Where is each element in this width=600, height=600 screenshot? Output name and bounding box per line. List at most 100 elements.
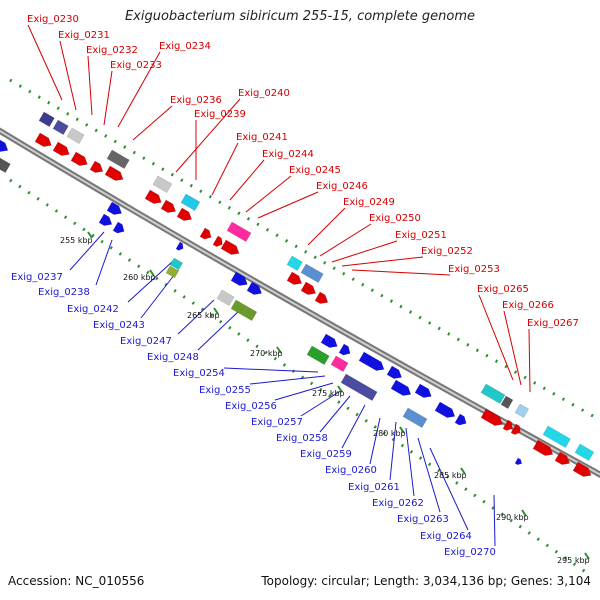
gene-label[interactable]: Exig_0267 [527, 318, 579, 329]
gene-label[interactable]: Exig_0231 [58, 30, 110, 41]
gene-label[interactable]: Exig_0256 [225, 401, 277, 412]
gene-arrow[interactable] [52, 141, 72, 159]
gene-box[interactable] [230, 299, 258, 322]
gene-box[interactable] [0, 157, 11, 174]
gene-label[interactable]: Exig_0270 [444, 547, 496, 558]
gene-box[interactable] [226, 221, 252, 243]
gene-box[interactable] [66, 127, 85, 145]
gene-arrow[interactable] [112, 221, 127, 236]
gene-arrow[interactable] [514, 457, 523, 466]
gene-label[interactable]: Exig_0244 [262, 149, 314, 160]
gene-box[interactable] [286, 255, 303, 272]
gene-arrow[interactable] [390, 379, 413, 399]
gene-label[interactable]: Exig_0266 [502, 300, 554, 311]
gene-arrow[interactable] [106, 201, 124, 218]
gene-arrow[interactable] [0, 139, 10, 155]
gene-arrow[interactable] [230, 271, 250, 289]
gene-arrow[interactable] [386, 365, 404, 382]
leader-line [389, 421, 397, 481]
gene-box[interactable] [152, 175, 173, 194]
gene-label[interactable]: Exig_0262 [372, 498, 424, 509]
gene-arrow[interactable] [104, 165, 126, 184]
gene-label[interactable]: Exig_0265 [477, 284, 529, 295]
gene-arrow[interactable] [34, 132, 54, 150]
gene-label[interactable]: Exig_0234 [159, 41, 211, 52]
gene-label[interactable]: Exig_0237 [11, 272, 63, 283]
gene-box[interactable] [574, 443, 595, 462]
gene-arrow[interactable] [554, 451, 572, 468]
gene-label[interactable]: Exig_0238 [38, 287, 90, 298]
gene-arrow[interactable] [300, 281, 318, 298]
gene-arrow[interactable] [510, 423, 523, 437]
gene-arrow[interactable] [176, 207, 194, 224]
gene-box[interactable] [52, 119, 69, 136]
gene-arrow[interactable] [320, 333, 340, 351]
gene-arrow[interactable] [246, 281, 264, 298]
gene-arrow[interactable] [480, 408, 505, 429]
gene-label[interactable]: Exig_0250 [369, 213, 421, 224]
gene-arrow[interactable] [199, 227, 214, 242]
gene-label[interactable]: Exig_0246 [316, 181, 368, 192]
gene-label[interactable]: Exig_0264 [420, 531, 472, 542]
gene-arrow[interactable] [572, 461, 594, 480]
gene-box[interactable] [480, 383, 506, 405]
gene-label[interactable]: Exig_0233 [110, 60, 162, 71]
gene-label[interactable]: Exig_0236 [170, 95, 222, 106]
gene-box[interactable] [500, 395, 514, 410]
gene-label[interactable]: Exig_0241 [236, 132, 288, 143]
gene-box[interactable] [306, 345, 330, 366]
gene-label[interactable]: Exig_0260 [325, 465, 377, 476]
gene-arrow[interactable] [175, 241, 185, 252]
gene-box[interactable] [514, 403, 530, 419]
gene-label[interactable]: Exig_0230 [27, 14, 79, 25]
gene-arrow[interactable] [70, 151, 90, 169]
gene-arrow[interactable] [160, 199, 178, 216]
gene-box[interactable] [330, 355, 349, 373]
gene-label[interactable]: Exig_0249 [343, 197, 395, 208]
leader-line [341, 404, 366, 449]
gene-box[interactable] [216, 289, 235, 307]
gene-box[interactable] [300, 263, 324, 284]
gene-arrow[interactable] [314, 291, 330, 307]
gene-label[interactable]: Exig_0252 [421, 246, 473, 257]
gene-arrow[interactable] [434, 401, 457, 421]
gene-label[interactable]: Exig_0257 [251, 417, 303, 428]
gene-box[interactable] [165, 265, 180, 279]
gene-label[interactable]: Exig_0255 [199, 385, 251, 396]
gene-arrow[interactable] [98, 213, 114, 229]
gene-arrow[interactable] [532, 439, 555, 459]
gene-box[interactable] [340, 373, 378, 402]
gene-label[interactable]: Exig_0240 [238, 88, 290, 99]
gene-label[interactable]: Exig_0242 [67, 304, 119, 315]
gene-box[interactable] [106, 149, 130, 170]
gene-label[interactable]: Exig_0261 [348, 482, 400, 493]
gene-arrow[interactable] [502, 419, 515, 433]
gene-box[interactable] [180, 193, 201, 212]
gene-label[interactable]: Exig_0253 [448, 264, 500, 275]
gene-arrow[interactable] [144, 189, 164, 207]
gene-arrow[interactable] [414, 383, 434, 401]
gene-arrow[interactable] [220, 239, 242, 258]
gene-arrow[interactable] [338, 343, 353, 358]
gene-label[interactable]: Exig_0263 [397, 514, 449, 525]
gene-label[interactable]: Exig_0251 [395, 230, 447, 241]
gene-label[interactable]: Exig_0248 [147, 352, 199, 363]
gene-label[interactable]: Exig_0243 [93, 320, 145, 331]
gene-box[interactable] [169, 257, 184, 271]
gene-label[interactable]: Exig_0254 [173, 368, 225, 379]
gene-label[interactable]: Exig_0259 [300, 449, 352, 460]
gene-box[interactable] [542, 425, 571, 449]
gene-label[interactable]: Exig_0232 [86, 45, 138, 56]
gene-label[interactable]: Exig_0239 [194, 109, 246, 120]
gene-arrow[interactable] [454, 413, 469, 428]
leader-line [117, 51, 161, 128]
gene-label[interactable]: Exig_0245 [289, 165, 341, 176]
gene-arrow[interactable] [286, 271, 304, 288]
gene-arrow[interactable] [212, 235, 225, 249]
gene-arrow[interactable] [89, 160, 105, 176]
gene-box[interactable] [402, 407, 428, 429]
gene-arrow[interactable] [358, 351, 387, 374]
gene-box[interactable] [38, 111, 55, 128]
gene-label[interactable]: Exig_0258 [276, 433, 328, 444]
gene-label[interactable]: Exig_0247 [120, 336, 172, 347]
